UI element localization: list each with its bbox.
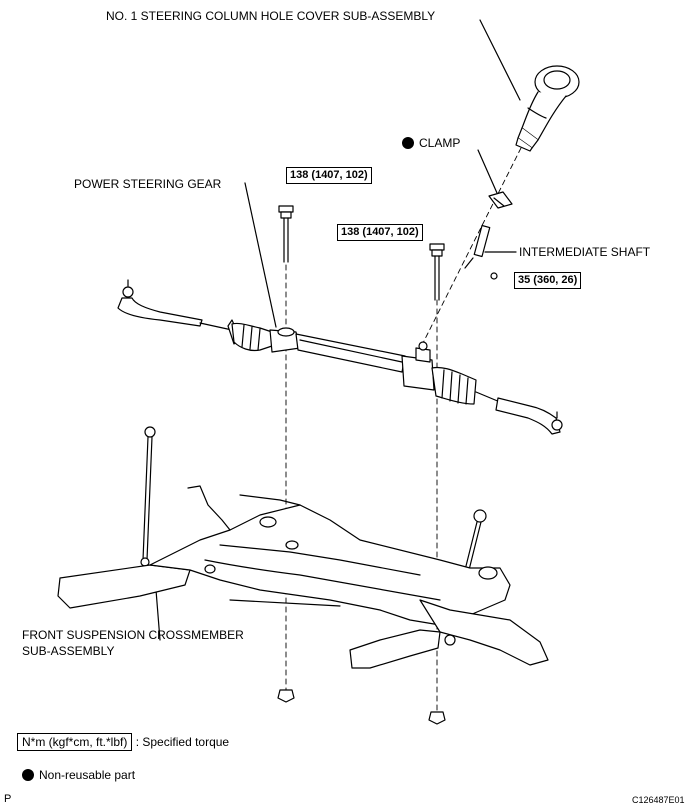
- column-hole-cover-label: NO. 1 STEERING COLUMN HOLE COVER SUB-ASS…: [106, 9, 436, 23]
- clamp-label-text: CLAMP: [419, 136, 461, 150]
- non-reusable-dot-icon: [22, 769, 34, 781]
- crossmember-label-line1: FRONT SUSPENSION CROSSMEMBER: [22, 628, 244, 642]
- crossmember-label-line2: SUB-ASSEMBLY: [22, 644, 115, 658]
- power-steering-gear-label: POWER STEERING GEAR: [74, 177, 222, 191]
- torque-spec-left-bolt: 138 (1407, 102): [286, 167, 372, 184]
- torque-spec-shaft-bolt: 35 (360, 26): [514, 272, 582, 289]
- clamp-drawing: [488, 191, 513, 209]
- gear-nuts-drawing: [277, 689, 446, 725]
- legend-non-reusable: Non-reusable part: [22, 768, 135, 782]
- footer-code: P: [4, 793, 12, 805]
- gear-bolts-drawing: [278, 205, 445, 301]
- figure-id: C126487E01: [632, 795, 685, 805]
- legend-torque-unit: N*m (kgf*cm, ft.*lbf): [17, 733, 133, 751]
- crossmember-drawing: [57, 485, 549, 669]
- intermediate-shaft-label: INTERMEDIATE SHAFT: [519, 245, 651, 259]
- torque-spec-right-bolt: 138 (1407, 102): [337, 224, 423, 241]
- clamp-label: CLAMP: [402, 136, 460, 150]
- legend-torque: N*m (kgf*cm, ft.*lbf) : Specified torque: [17, 733, 230, 751]
- steering-rack-drawing: [117, 279, 563, 435]
- column-hole-cover-drawing: [515, 65, 580, 152]
- legend-non-reusable-text: Non-reusable part: [39, 768, 136, 782]
- non-reusable-dot-icon: [402, 137, 414, 149]
- leader-lines: [155, 19, 521, 641]
- intermediate-shaft-drawing: [464, 224, 498, 280]
- legend-torque-desc: : Specified torque: [135, 735, 230, 749]
